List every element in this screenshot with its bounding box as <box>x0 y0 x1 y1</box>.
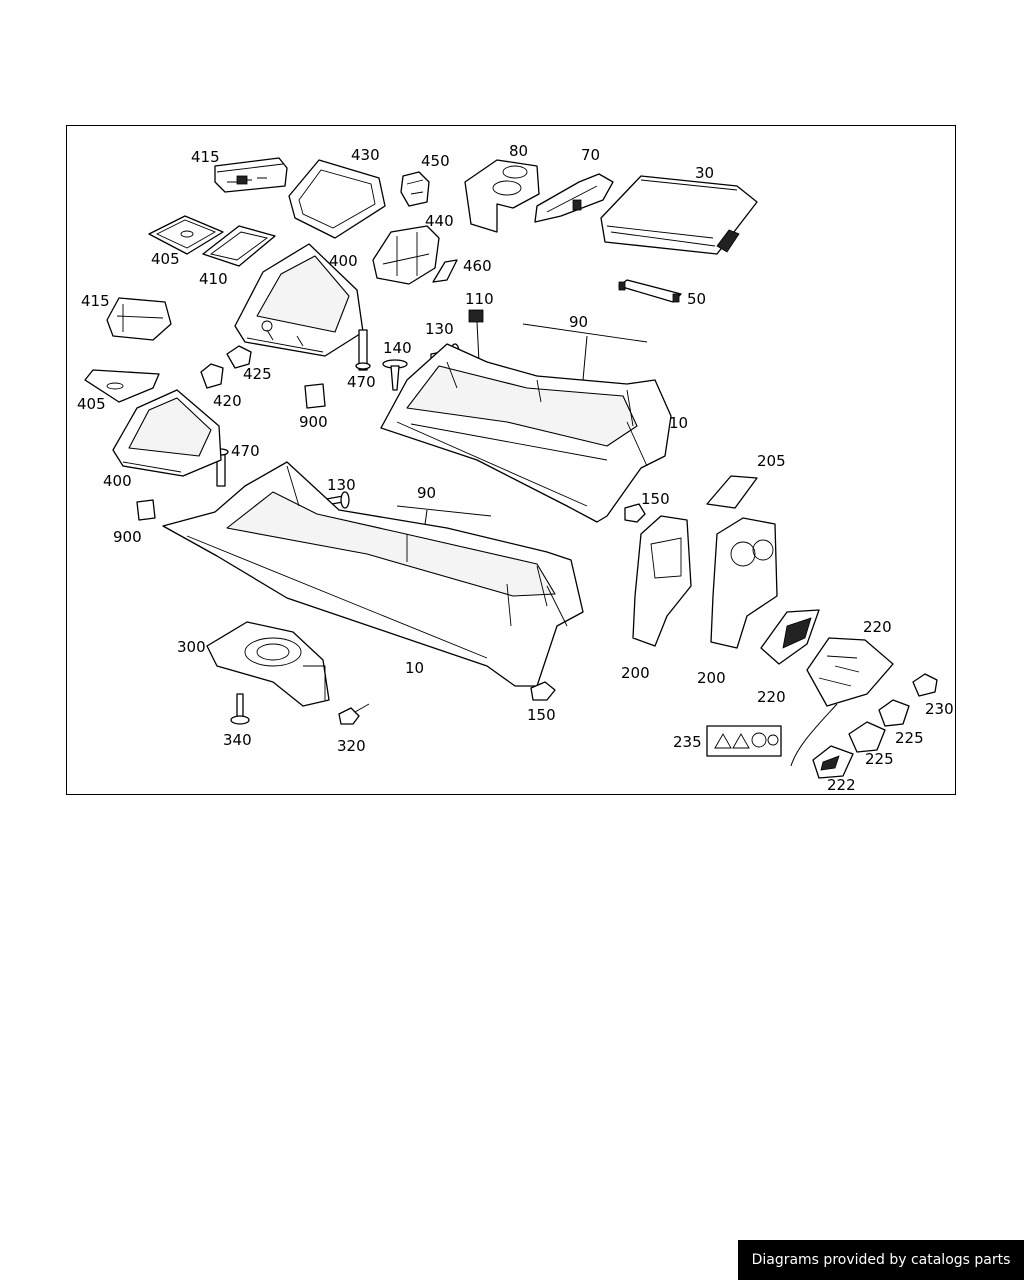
callout-30: 30 <box>695 164 714 182</box>
callout-300: 300 <box>177 638 206 656</box>
callout-220-lower: 220 <box>757 688 786 706</box>
callout-340: 340 <box>223 731 252 749</box>
part-415-module-top <box>214 157 288 193</box>
callout-400-lower: 400 <box>103 472 132 490</box>
part-70-trim-strip <box>534 173 614 223</box>
callout-235: 235 <box>673 733 702 751</box>
callout-200-left: 200 <box>621 664 650 682</box>
part-10-console-upper <box>380 343 672 523</box>
part-200-trim-panel-left <box>632 515 692 647</box>
callout-900-upper: 900 <box>299 413 328 431</box>
part-420-clip <box>200 363 224 389</box>
callout-230: 230 <box>925 700 954 718</box>
part-440-holder <box>372 225 440 285</box>
callout-130-upper: 130 <box>425 320 454 338</box>
callout-415-lower: 415 <box>81 292 110 310</box>
callout-420: 420 <box>213 392 242 410</box>
callout-470-upper: 470 <box>347 373 376 391</box>
callout-440: 440 <box>425 212 454 230</box>
part-340-screw <box>230 693 250 725</box>
callout-425: 425 <box>243 365 272 383</box>
callout-470-lower: 470 <box>231 442 260 460</box>
callout-90-lower: 90 <box>417 484 436 502</box>
callout-222: 222 <box>827 776 856 794</box>
callout-225-right: 225 <box>895 729 924 747</box>
exploded-parts-diagram: 415 430 450 80 70 30 405 410 440 400 460… <box>77 142 954 794</box>
part-150-nut-lower <box>530 681 556 701</box>
callout-405-lower: 405 <box>77 395 106 413</box>
callout-50: 50 <box>687 290 706 308</box>
part-300-receptacle <box>206 621 330 707</box>
part-425-plug <box>226 345 252 369</box>
callout-130-lower: 130 <box>327 476 356 494</box>
callout-10-upper: 10 <box>669 414 688 432</box>
part-410-cover <box>202 225 276 267</box>
part-30-armrest <box>600 175 758 255</box>
part-80-bracket <box>464 159 540 233</box>
part-140-screw <box>382 359 408 391</box>
part-200-trim-panel-right <box>710 517 778 649</box>
part-400-storage-box-upper <box>234 243 364 357</box>
callout-150-lower: 150 <box>527 706 556 724</box>
part-225-switch-b <box>848 721 886 753</box>
callout-460: 460 <box>463 257 492 275</box>
callout-220-upper: 220 <box>863 618 892 636</box>
part-225-switch-a <box>878 699 910 727</box>
callout-150-upper: 150 <box>641 490 670 508</box>
part-400-storage-box-lower <box>112 389 222 477</box>
part-900-tag-upper <box>304 383 326 409</box>
wire-harness <box>790 703 838 767</box>
callout-320: 320 <box>337 737 366 755</box>
part-450-clip <box>400 171 430 207</box>
part-222-switch <box>812 745 854 779</box>
callout-400-upper: 400 <box>329 252 358 270</box>
callout-450: 450 <box>421 152 450 170</box>
callout-90-upper: 90 <box>569 313 588 331</box>
footer-attribution: Diagrams provided by catalogs parts <box>738 1240 1024 1280</box>
callout-200-right: 200 <box>697 669 726 687</box>
part-205-cover <box>706 475 758 509</box>
callout-415-top: 415 <box>191 148 220 166</box>
part-90-rod-upper <box>522 323 648 381</box>
callout-900-lower: 900 <box>113 528 142 546</box>
callout-225-left: 225 <box>865 750 894 768</box>
part-235-warning-label <box>706 725 782 757</box>
part-470-bolt-upper <box>355 329 371 371</box>
part-320-plug <box>338 703 370 725</box>
callout-10-lower: 10 <box>405 659 424 677</box>
callout-405-top: 405 <box>151 250 180 268</box>
callout-70: 70 <box>581 146 600 164</box>
part-460-clip <box>432 259 458 283</box>
part-405-mat-top <box>148 215 224 255</box>
part-220-switch-housing <box>806 637 894 707</box>
callout-80: 80 <box>509 142 528 160</box>
part-405-mat-lower <box>84 369 160 403</box>
callout-410: 410 <box>199 270 228 288</box>
part-220-tray-small <box>760 609 820 665</box>
part-415-tray <box>106 297 172 341</box>
callout-110: 110 <box>465 290 494 308</box>
part-50-rod <box>618 279 682 303</box>
part-430-trim-frame <box>288 159 386 239</box>
callout-205: 205 <box>757 452 786 470</box>
parts-diagram-frame: 415 430 450 80 70 30 405 410 440 400 460… <box>66 125 956 795</box>
callout-430: 430 <box>351 146 380 164</box>
part-10-console-lower <box>162 461 584 687</box>
part-900-tag-lower <box>136 499 156 521</box>
callout-140: 140 <box>383 339 412 357</box>
part-150-nut-upper <box>624 503 646 523</box>
part-230-switch <box>912 673 938 697</box>
